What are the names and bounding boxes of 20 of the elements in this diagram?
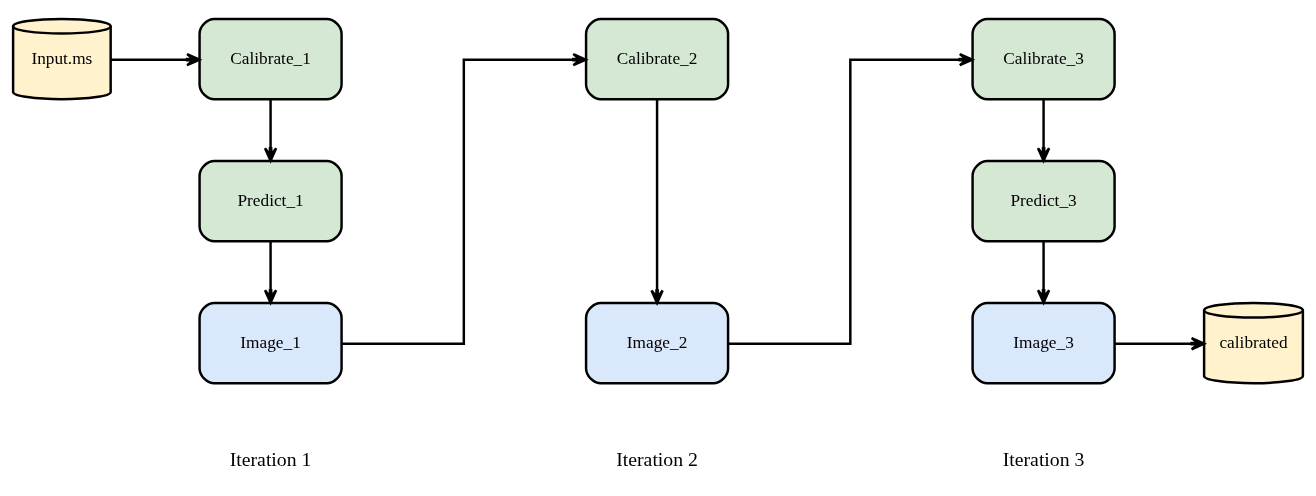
node-box: Image_1: [198, 301, 343, 385]
arrow: [263, 241, 278, 304]
node-box: Calibrate_1: [198, 17, 343, 101]
arrow: [342, 52, 587, 345]
label: Iteration 2: [616, 447, 698, 470]
node-box: Calibrate_2: [584, 17, 730, 101]
label: Iteration 3: [1002, 447, 1085, 470]
arrow: [263, 99, 278, 162]
arrow: [728, 52, 974, 345]
arrow: [1036, 99, 1051, 162]
arrow: [110, 52, 201, 67]
node-box: Image_2: [584, 301, 730, 385]
arrow: [650, 99, 664, 305]
node-box: Predict_3: [971, 159, 1116, 243]
node-box: Image_3: [971, 301, 1116, 385]
arrow: [1114, 336, 1206, 351]
node-box: Predict_1: [198, 159, 343, 243]
arrow: [1036, 241, 1051, 304]
node-box: Calibrate_3: [971, 17, 1116, 101]
label: Iteration 1: [229, 447, 312, 470]
